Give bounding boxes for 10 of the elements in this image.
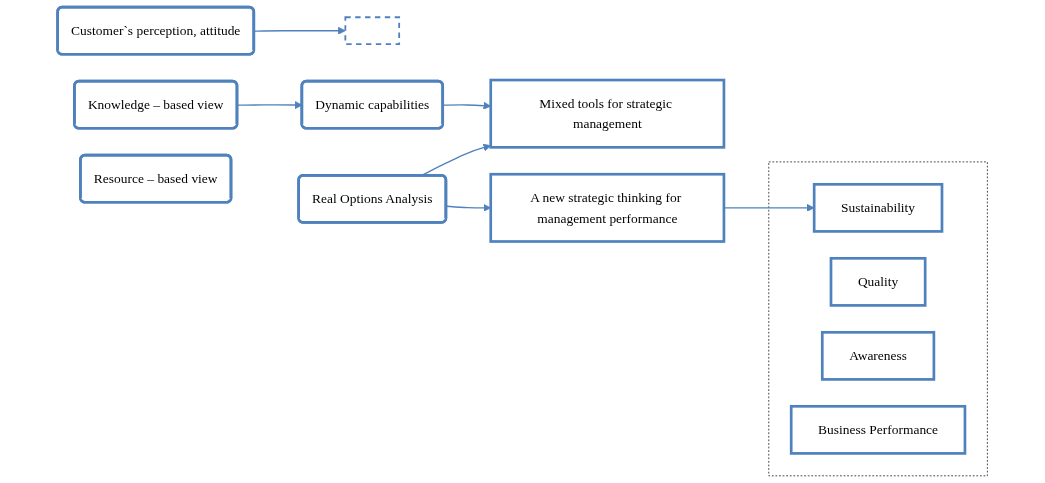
node-box: Sustainability: [812, 182, 944, 233]
node-box: Quality: [829, 256, 927, 307]
node-bar: [344, 16, 401, 46]
node-box: Awareness: [820, 330, 936, 381]
node-box: A new strategic thinking for management performance: [489, 172, 726, 243]
arrow: [253, 26, 346, 35]
arrow: [723, 203, 815, 212]
node-box: Mixed tools for strategic management: [489, 78, 726, 149]
node-box: Business Performance: [789, 404, 967, 455]
cluster: [768, 161, 988, 477]
